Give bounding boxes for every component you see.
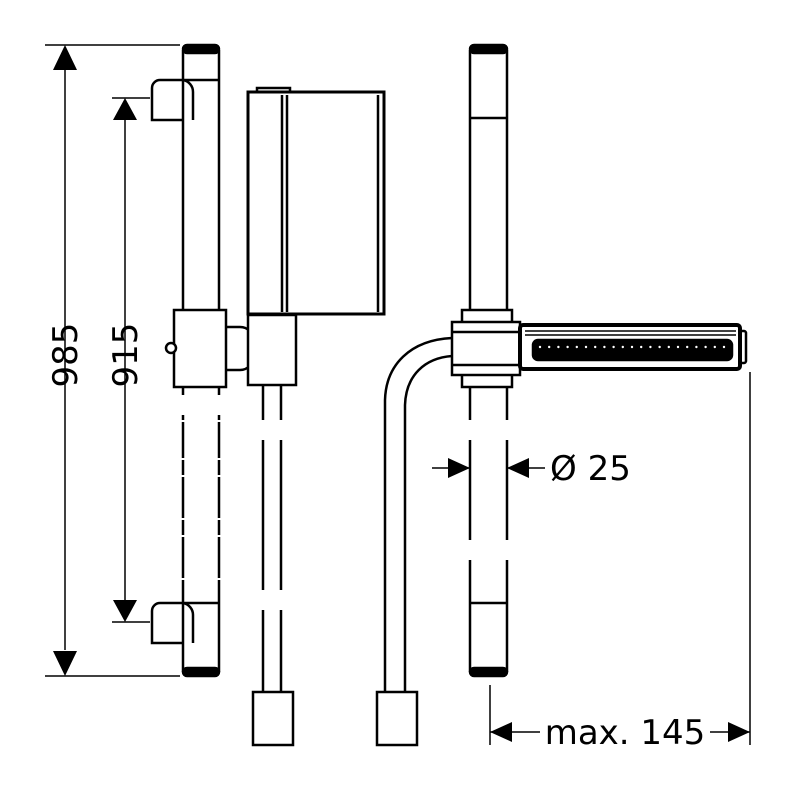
side-view-hose — [375, 336, 453, 747]
spray-nozzle — [630, 345, 634, 349]
spray-nozzle — [667, 345, 670, 349]
front-view-rail — [181, 43, 221, 678]
spray-nozzle — [612, 345, 615, 349]
spray-nozzle — [658, 345, 661, 349]
dimension-max-projection: max. 145 — [545, 713, 706, 753]
spray-nozzle — [640, 345, 643, 349]
spray-nozzle — [704, 345, 707, 349]
spray-nozzle — [557, 345, 560, 349]
spray-nozzle — [603, 345, 606, 349]
spray-nozzle — [566, 345, 569, 349]
slider-front — [164, 308, 256, 389]
spray-nozzle — [713, 345, 716, 349]
wall-bracket-bottom — [150, 601, 219, 645]
spray-nozzle — [575, 345, 578, 349]
dimension-985: 985 — [46, 323, 86, 388]
dimension-915: 915 — [106, 323, 146, 388]
spray-nozzle — [594, 345, 597, 349]
spray-nozzle — [584, 345, 588, 349]
spray-nozzle — [695, 345, 698, 349]
spray-nozzle — [621, 345, 624, 349]
dimension-diameter: Ø 25 — [550, 449, 631, 489]
spray-nozzle — [548, 345, 551, 349]
hand-shower-side — [518, 323, 748, 371]
spray-nozzle — [538, 345, 542, 349]
dimension-lines — [45, 44, 751, 745]
spray-nozzle — [649, 345, 652, 349]
hand-shower-front — [246, 86, 386, 747]
wall-bracket-top — [150, 78, 219, 122]
side-view-holder — [450, 308, 522, 389]
spray-nozzle — [722, 345, 726, 349]
spray-nozzle — [676, 345, 680, 349]
spray-nozzle — [686, 345, 689, 349]
